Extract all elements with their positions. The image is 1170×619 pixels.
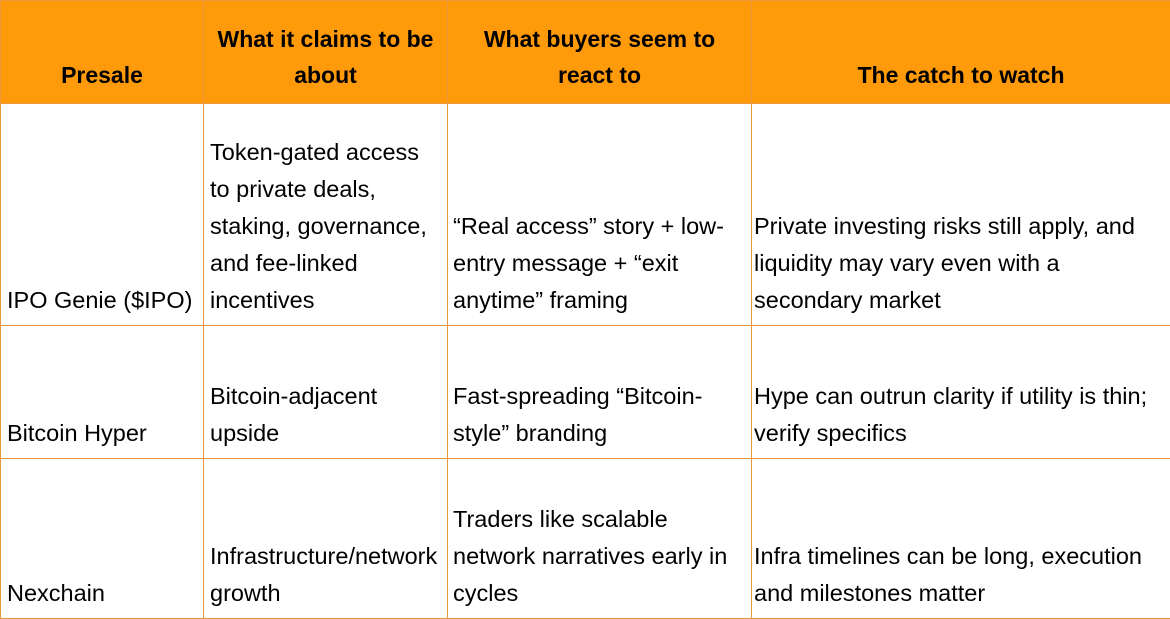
cell-reaction: “Real access” story + low-entry message … [448,104,752,326]
table-row: Bitcoin Hyper Bitcoin-adjacent upside Fa… [1,326,1170,459]
column-header-reaction: What buyers seem to react to [448,1,752,104]
cell-presale: IPO Genie ($IPO) [1,104,204,326]
cell-presale: Bitcoin Hyper [1,326,204,459]
cell-claims: Infrastructure/network growth [204,459,448,619]
cell-presale: Nexchain [1,459,204,619]
header-row: Presale What it claims to be about What … [1,1,1170,104]
cell-catch: Private investing risks still apply, and… [752,104,1170,326]
cell-reaction: Traders like scalable network narratives… [448,459,752,619]
table-row: Nexchain Infrastructure/network growth T… [1,459,1170,619]
cell-claims: Bitcoin-adjacent upside [204,326,448,459]
column-header-catch: The catch to watch [752,1,1170,104]
table-body: IPO Genie ($IPO) Token-gated access to p… [1,104,1170,619]
cell-catch: Infra timelines can be long, execution a… [752,459,1170,619]
cell-reaction: Fast-spreading “Bitcoin-style” branding [448,326,752,459]
table-row: IPO Genie ($IPO) Token-gated access to p… [1,104,1170,326]
cell-catch: Hype can outrun clarity if utility is th… [752,326,1170,459]
cell-claims: Token-gated access to private deals, sta… [204,104,448,326]
column-header-presale: Presale [1,1,204,104]
table-header: Presale What it claims to be about What … [1,1,1170,104]
column-header-claims: What it claims to be about [204,1,448,104]
